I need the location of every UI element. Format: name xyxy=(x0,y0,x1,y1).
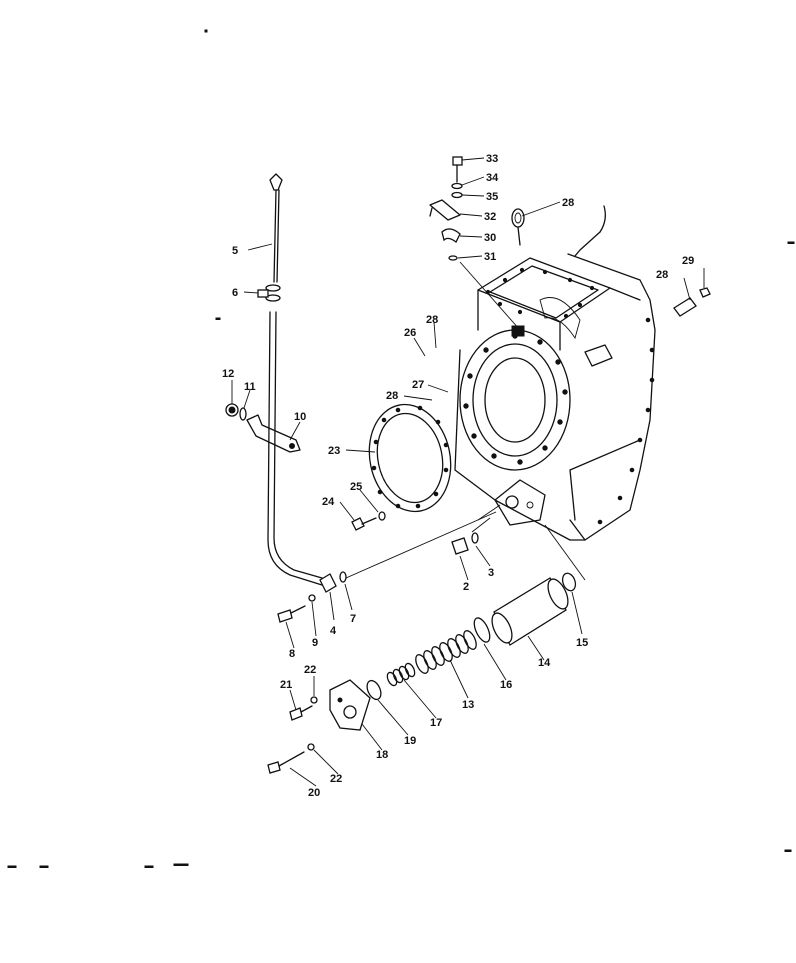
callout-12: 12 xyxy=(222,368,234,380)
transmission-case xyxy=(454,205,656,541)
callout-21: 21 xyxy=(280,679,292,691)
callout-8: 8 xyxy=(289,648,295,660)
callout-31: 29 xyxy=(682,255,694,267)
callout-14: 14 xyxy=(538,657,551,669)
callout-35: 33 xyxy=(486,153,498,165)
callout-3: 3 xyxy=(488,567,494,579)
top-cover-parts xyxy=(429,156,711,317)
drain-plug xyxy=(451,532,479,555)
tube-flange-parts xyxy=(277,571,347,623)
callout-9: 9 xyxy=(312,637,318,649)
callout-20: 20 xyxy=(308,787,320,799)
callout-36: 34 xyxy=(486,172,499,184)
callout-28-lower: 28 xyxy=(386,390,398,402)
dipstick-assembly xyxy=(257,173,323,586)
callout-16: 16 xyxy=(500,679,512,691)
callout-6: 6 xyxy=(232,287,238,299)
callout-28-upper: 28 xyxy=(426,314,438,326)
callout-24: 24 xyxy=(322,496,335,508)
bracket-assembly xyxy=(225,403,301,453)
callout-32: 30 xyxy=(484,232,496,244)
leader-lines xyxy=(231,157,705,787)
callout-22-upper: 22 xyxy=(304,664,316,676)
callout-33: 31 xyxy=(484,251,496,263)
callout-15: 15 xyxy=(576,637,588,649)
callout-26: 26 xyxy=(404,327,416,339)
callout-13: 13 xyxy=(462,699,474,711)
scan-marks xyxy=(7,29,795,868)
callout-4: 4 xyxy=(330,625,337,637)
callout-37: 35 xyxy=(486,191,498,203)
callout-5: 5 xyxy=(232,245,238,257)
callout-17: 17 xyxy=(430,717,442,729)
callout-2: 2 xyxy=(463,581,469,593)
filter-assembly xyxy=(267,572,577,774)
cover-bolt xyxy=(351,511,386,531)
callout-19: 19 xyxy=(404,735,416,747)
callout-labels: 33 34 35 32 30 31 28 28 29 5 6 12 11 10 … xyxy=(222,153,694,799)
callout-23: 23 xyxy=(328,445,340,457)
cover-gasket xyxy=(368,403,452,513)
callout-30: 28 xyxy=(656,269,668,281)
callout-7: 7 xyxy=(350,613,356,625)
callout-18: 18 xyxy=(376,749,388,761)
callout-11: 11 xyxy=(244,381,256,393)
callout-25: 25 xyxy=(350,481,362,493)
callout-29: 28 xyxy=(562,197,574,209)
assembly-lines xyxy=(345,261,586,581)
callout-34: 32 xyxy=(484,211,496,223)
callout-22-lower: 22 xyxy=(330,773,342,785)
callout-27: 27 xyxy=(412,379,424,391)
callout-10: 10 xyxy=(294,411,306,423)
